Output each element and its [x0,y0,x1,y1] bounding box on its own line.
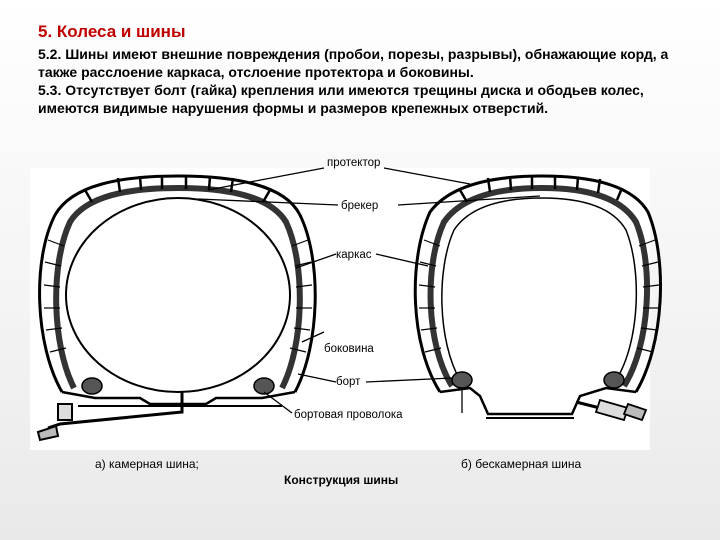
tubeless-valve-tip [622,402,648,422]
diagram-background [30,168,650,450]
tubeless-tire-inner-casing [427,184,651,388]
tubeless-tire-bead-left [451,371,473,389]
tubeless-tire-tread-grooves [458,175,624,203]
leader-carcass-right [375,253,429,267]
leader-sidewall [301,331,325,343]
slide-body: 5.2. Шины имеют внешние повреждения (про… [38,45,698,117]
slide-title: 5. Колеса и шины [38,22,186,41]
tubeless-tire-drawing [413,174,662,422]
tubeless-tire-outer-casing [413,174,662,393]
inner-tube [65,197,291,393]
tubeless-tire-sidewall-hatching [418,239,660,353]
tube-tire-sidewall-hatching [43,239,313,353]
tubeless-tire-liner [441,197,638,381]
tube-tire-drawing [36,174,317,442]
label-carcass: каркас [336,249,372,261]
tube-valve-cap [57,403,73,421]
label-bead: борт [336,376,361,388]
tubeless-tire-rim [439,386,637,416]
leader-tread-left [207,167,325,191]
leader-lines [197,167,541,414]
caption-tube-tire: а) камерная шина; [95,457,199,471]
leader-breaker-left [197,198,339,206]
caption-tire-construction: Конструкция шины [284,473,398,487]
leader-tread-right [383,167,471,185]
label-bead-wire: бортовая проволока [294,409,403,421]
leader-bead-wire-left [263,391,293,414]
tube-tire-outer-casing [38,174,317,393]
caption-tubeless-tire: б) бескамерная шина [461,457,581,471]
tube-valve-tip [36,424,60,442]
leader-carcass-left [295,253,337,269]
tube-tire-bead-left [81,377,103,395]
tubeless-valve-body [594,398,630,422]
leader-breaker-right [397,195,541,206]
label-breaker: брекер [341,200,378,212]
label-tread: протектор [327,157,380,169]
label-sidewall: боковина [324,343,374,355]
tube-tire-bead-right [253,377,275,395]
tube-tire-rim [61,390,296,406]
paragraph-5-2: 5.2. Шины имеют внешние повреждения (про… [38,46,669,80]
tubeless-tire-bead-right [603,371,625,389]
leader-bead-left [297,373,337,383]
paragraph-5-3: 5.3. Отсутствует болт (гайка) крепления … [38,82,644,116]
leader-bead-right [365,377,453,383]
tube-tire-tread-grooves [83,175,272,203]
tube-tire-inner-casing [53,184,303,390]
